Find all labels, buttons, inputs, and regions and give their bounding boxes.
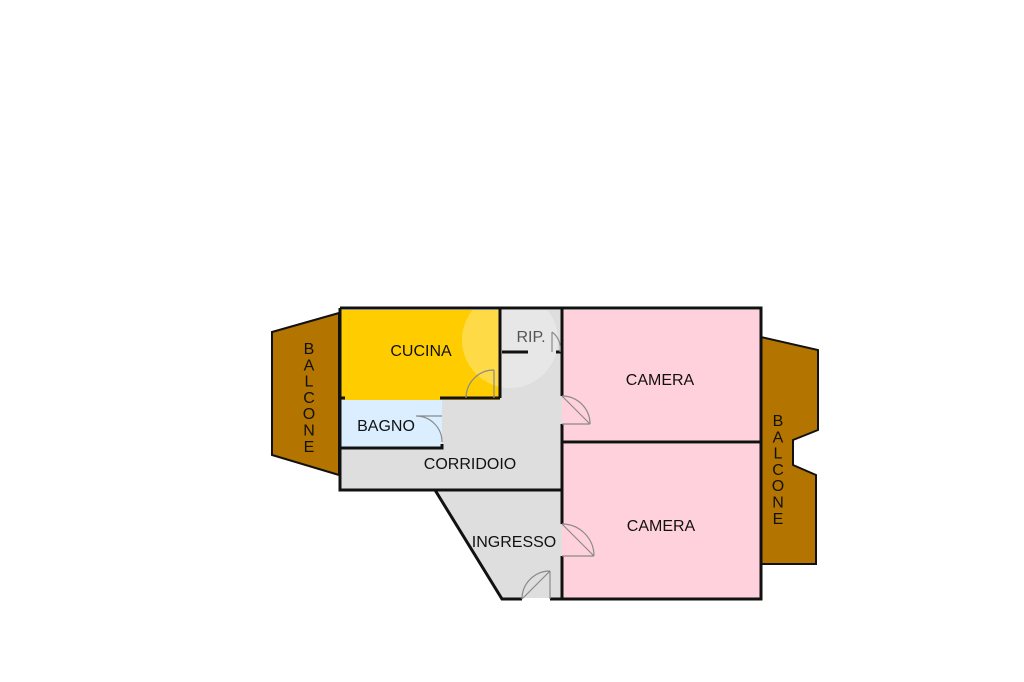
door-bedroom-top — [561, 395, 591, 425]
balcone-letter: N — [303, 423, 315, 440]
label-cucina: CUCINA — [390, 343, 452, 360]
balcone-letter: O — [303, 406, 315, 423]
bedroom-top-area — [562, 310, 760, 442]
label-rip: RIP. — [516, 329, 545, 346]
balcone-letter: N — [772, 495, 784, 512]
door-rip — [551, 331, 561, 353]
balcone-letter: C — [303, 390, 315, 407]
balcone-letter: A — [304, 357, 315, 374]
balcone-letter: A — [773, 429, 784, 446]
balcone-letter: E — [773, 511, 784, 528]
door-entrance — [521, 570, 551, 600]
balcone-letter: B — [304, 341, 315, 358]
balcone-letter: L — [305, 374, 314, 391]
label-camera-bottom: CAMERA — [627, 518, 696, 535]
entrance-area — [435, 490, 562, 598]
door-kitchen — [465, 369, 495, 399]
walls — [338, 306, 763, 601]
kitchen-area — [340, 310, 500, 400]
label-corridoio: CORRIDOIO — [424, 456, 516, 473]
door-bathroom — [415, 415, 443, 443]
balcone-letter: O — [772, 478, 784, 495]
label-camera-top: CAMERA — [626, 372, 695, 389]
balcone-letter: B — [773, 413, 784, 430]
doors — [415, 331, 595, 600]
label-bagno: BAGNO — [357, 418, 415, 435]
door-bedroom-bottom — [561, 523, 595, 557]
balcone-letter: E — [304, 439, 315, 456]
balcone-letter: C — [772, 462, 784, 479]
watermark-logo — [462, 292, 558, 388]
bathroom-area — [340, 400, 442, 447]
balcone-letter: L — [774, 446, 783, 463]
balcony-right — [760, 335, 819, 565]
label-ingresso: INGRESSO — [472, 534, 556, 551]
bedroom-bottom-area — [562, 444, 760, 598]
